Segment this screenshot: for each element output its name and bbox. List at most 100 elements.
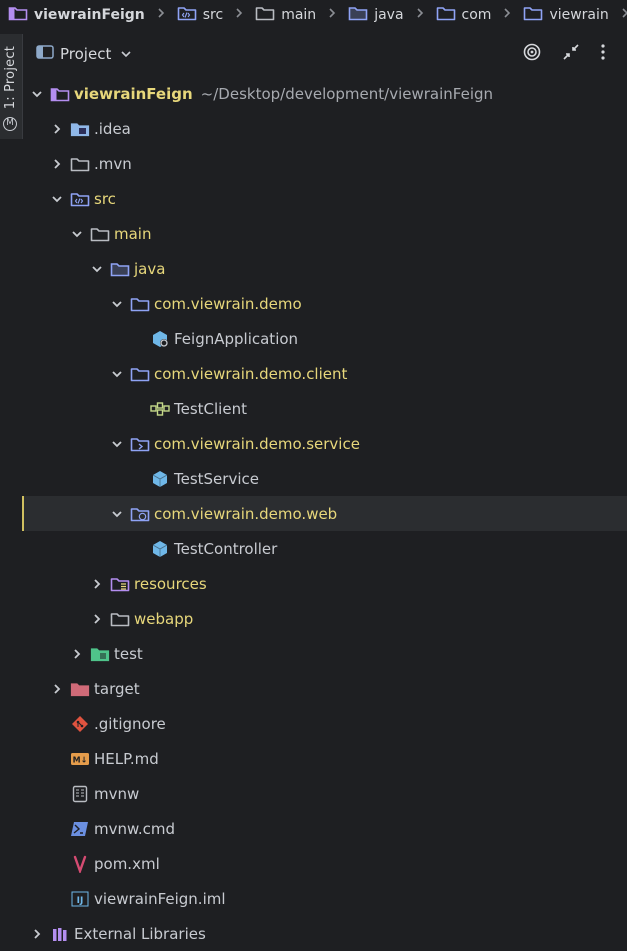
source-root-folder-icon [110,260,130,278]
tree-node[interactable]: com.viewrain.demo.client [22,356,627,391]
tree-node[interactable]: TestController [22,531,627,566]
tree-node[interactable]: .mvn [22,146,627,181]
tree-node[interactable]: target [22,671,627,706]
chevron-down-icon[interactable] [110,437,124,451]
svg-text:M↓: M↓ [73,755,88,764]
tree-node[interactable]: com.viewrain.demo.service [22,426,627,461]
chevron-down-icon[interactable] [50,192,64,206]
chevron-down-icon[interactable] [110,367,124,381]
tree-node[interactable]: .gitignore [22,706,627,741]
breadcrumb-separator [235,7,243,23]
tree-node-label: com.viewrain.demo.client [154,364,348,383]
breadcrumb-label: com [461,7,492,23]
tree-node[interactable]: webapp [22,601,627,636]
project-tool-window-tab[interactable]: 1: Project M [0,34,23,139]
interface-icon [150,470,170,488]
markdown-icon: M↓ [70,750,90,768]
chevron-right-icon[interactable] [50,682,64,696]
breadcrumb-separator [328,7,336,23]
tree-node-label: target [94,679,140,698]
chevron-down-icon[interactable] [30,87,44,101]
tree-spacer [130,332,144,346]
tree-node-label: viewrainFeign.iml [94,889,226,908]
tree-node[interactable]: mvnw.cmd [22,811,627,846]
tree-spacer [50,717,64,731]
chevron-down-icon[interactable] [110,507,124,521]
source-folder-icon [177,5,197,25]
chevron-down-icon[interactable] [70,227,84,241]
tree-node[interactable]: com.viewrain.demo.web [22,496,627,531]
chevron-right-icon[interactable] [90,612,104,626]
tree-node-label: .gitignore [94,714,166,733]
tree-spacer [50,822,64,836]
breadcrumb-label: src [202,7,224,23]
tree-spacer [130,542,144,556]
tree-node[interactable]: TestClient [22,391,627,426]
tree-node[interactable]: resources [22,566,627,601]
panel-title[interactable]: Project [60,45,112,63]
breadcrumb-item[interactable]: com [436,5,492,25]
tree-node[interactable]: pom.xml [22,846,627,881]
module-folder-icon [50,85,70,103]
project-window-icon [36,44,54,64]
breadcrumb-item[interactable]: java [348,5,404,25]
tree-node-label: TestService [174,469,259,488]
tree-node[interactable]: TestService [22,461,627,496]
package-folder-icon [436,5,456,25]
package-folder-icon [130,365,150,383]
chevron-right-icon[interactable] [30,927,44,941]
tree-node[interactable]: src [22,181,627,216]
chevron-down-icon[interactable] [121,46,131,62]
tree-node[interactable]: M↓ HELP.md [22,741,627,776]
tree-node[interactable]: main [22,216,627,251]
breadcrumb-separator [503,7,511,23]
tree-node[interactable]: java [22,251,627,286]
tree-node-label: .mvn [94,154,132,173]
more-options-icon[interactable] [601,44,605,64]
chevron-right-icon[interactable] [90,577,104,591]
tree-node[interactable]: test [22,636,627,671]
resources-folder-icon [110,575,130,593]
source-root-folder-icon [348,5,368,25]
tree-node[interactable]: viewrainFeign~/Desktop/development/viewr… [22,76,627,111]
interface-icon [150,540,170,558]
chevron-right-icon[interactable] [50,122,64,136]
chevron-down-icon[interactable] [110,297,124,311]
breadcrumb-separator [416,7,424,23]
tree-node-label: pom.xml [94,854,160,873]
tree-node-label: TestController [174,539,278,558]
chevron-right-icon[interactable] [50,157,64,171]
breadcrumb-item[interactable]: main [255,5,316,25]
web-package-icon [130,505,150,523]
breadcrumb-item[interactable]: src [177,5,223,25]
tree-spacer [130,472,144,486]
tree-node[interactable]: .idea [22,111,627,146]
tree-node-label: HELP.md [94,749,159,768]
tree-node-label: com.viewrain.demo.web [154,504,338,523]
folder-icon [110,610,130,628]
package-folder-icon [130,295,150,313]
project-toolbar: Project [22,34,627,74]
package-folder-icon [523,5,543,25]
tree-node-label: test [114,644,143,663]
chevron-right-icon[interactable] [70,647,84,661]
breadcrumb-label: viewrain [549,7,609,23]
breadcrumb-label: main [281,7,317,23]
tree-node[interactable]: com.viewrain.demo [22,286,627,321]
tree-node-label: com.viewrain.demo [154,294,302,313]
breadcrumb-item[interactable]: viewrainFeign [8,5,145,25]
tree-node-label: src [94,189,116,208]
target-icon[interactable] [523,43,541,65]
collapse-all-icon[interactable] [563,44,579,64]
tree-node[interactable]: mvnw [22,776,627,811]
tree-node-label: mvnw [94,784,140,803]
tree-node[interactable]: FeignApplication [22,321,627,356]
chevron-down-icon[interactable] [90,262,104,276]
tree-node[interactable]: External Libraries [22,916,627,951]
tree-spacer [130,402,144,416]
module-folder-icon [8,5,28,25]
spring-boot-class-icon [150,330,170,348]
breadcrumb-item[interactable]: viewrain [523,5,609,25]
maven-side-icon[interactable]: M [3,117,17,131]
